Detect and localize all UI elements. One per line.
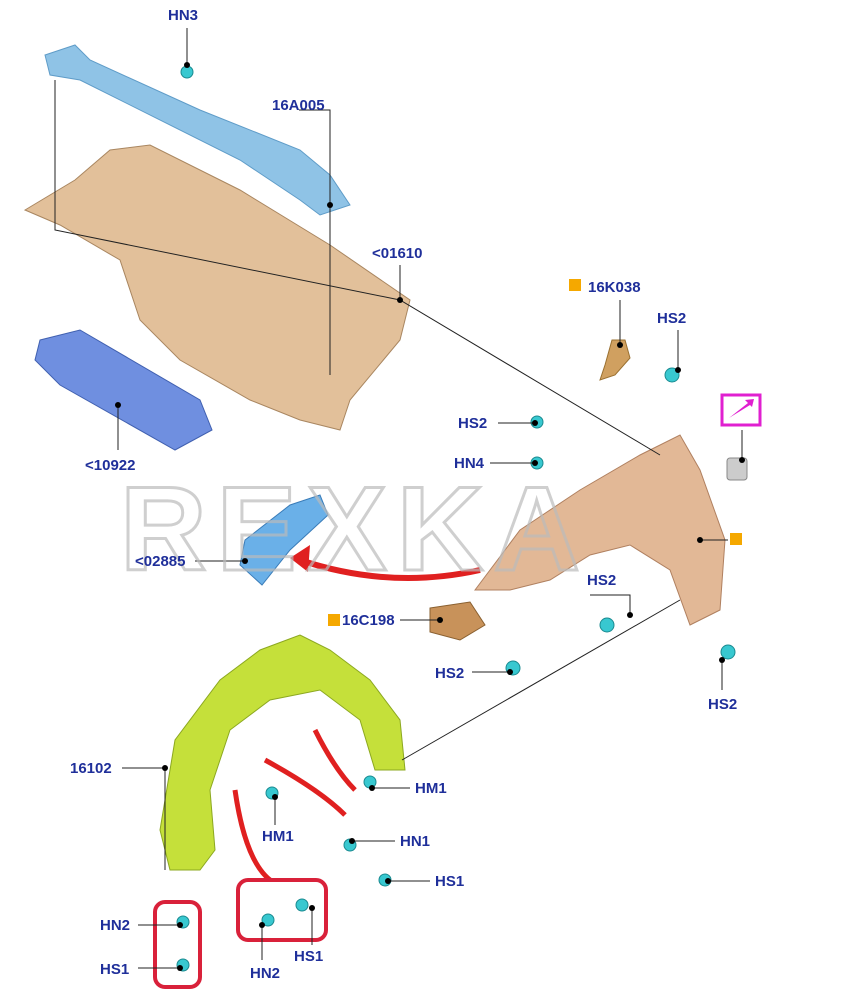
crossmember-part[interactable] [44, 44, 351, 216]
red-arrow [263, 757, 347, 817]
label-hs2[interactable]: HS2 [435, 665, 464, 682]
label-hm1[interactable]: HM1 [415, 780, 447, 797]
label-hn1[interactable]: HN1 [400, 833, 430, 850]
label-hm1[interactable]: HM1 [262, 828, 294, 845]
label-hn4[interactable]: HN4 [454, 455, 485, 472]
red-arrow [299, 557, 481, 581]
leader-lines [54, 28, 743, 969]
bracket-16c198[interactable] [429, 601, 486, 641]
label-hn2[interactable]: HN2 [250, 965, 280, 982]
label-16c198[interactable]: 16C198 [342, 612, 395, 629]
label-hs1[interactable]: HS1 [294, 948, 323, 965]
fender-part[interactable] [474, 434, 726, 626]
wheel-liner-part[interactable] [159, 634, 406, 871]
marker-16k038 [569, 279, 581, 291]
marker-fender [730, 533, 742, 545]
label-01610[interactable]: <01610 [372, 245, 422, 262]
label-16102[interactable]: 16102 [70, 760, 112, 777]
deflector-part[interactable] [34, 329, 213, 451]
link-icon-box[interactable] [720, 393, 762, 427]
arrow-link-icon[interactable] [729, 399, 754, 418]
leader-dots [115, 62, 745, 971]
label-hs2[interactable]: HS2 [458, 415, 487, 432]
grey-clip-part[interactable] [726, 457, 748, 481]
label-hs2[interactable]: HS2 [587, 572, 616, 589]
highlight-box-center [236, 878, 328, 942]
label-hs2[interactable]: HS2 [657, 310, 686, 327]
label-hs1[interactable]: HS1 [435, 873, 464, 890]
red-arrow-head [290, 545, 310, 572]
label-10922[interactable]: <10922 [85, 457, 135, 474]
bracket-part[interactable] [239, 494, 329, 586]
red-arrow [312, 728, 357, 792]
label-hn3[interactable]: HN3 [168, 7, 198, 24]
label-16a005[interactable]: 16A005 [272, 97, 325, 114]
label-hs2[interactable]: HS2 [708, 696, 737, 713]
watermark: REXKA [120, 462, 590, 596]
label-02885[interactable]: <02885 [135, 553, 185, 570]
bracket-16k038[interactable] [599, 339, 631, 381]
highlight-box-left [153, 900, 202, 989]
marker-16c198 [328, 614, 340, 626]
label-16k038[interactable]: 16K038 [588, 279, 641, 296]
label-hn2[interactable]: HN2 [100, 917, 130, 934]
red-arrow [232, 789, 272, 882]
label-hs1[interactable]: HS1 [100, 961, 129, 978]
dash-panel-part[interactable] [23, 144, 411, 431]
